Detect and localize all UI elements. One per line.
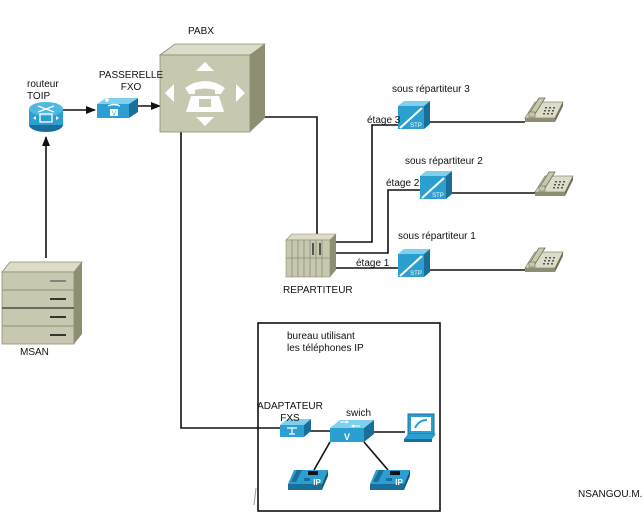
fxs-label-line1: ADAPTATEUR <box>257 401 323 412</box>
floor-2-label: étage 2 <box>386 178 420 189</box>
stp-3-badge: STP <box>410 123 422 129</box>
svg-text:V: V <box>344 432 350 442</box>
ip-phone-2-badge: IP <box>395 478 403 487</box>
ip-phone-1-icon[interactable]: IP <box>288 470 328 490</box>
ip-phone-2-icon[interactable]: IP <box>370 470 410 490</box>
msan-icon[interactable] <box>1 261 83 345</box>
analog-phone-3-icon[interactable] <box>524 97 564 122</box>
stp-1-icon[interactable]: STP <box>398 249 430 277</box>
router-label-line2: TOIP <box>27 91 51 102</box>
office-label-line2: les téléphones IP <box>287 343 364 354</box>
edge-switch-ipphone1 <box>313 441 331 471</box>
sub-dist-2-label: sous répartiteur 2 <box>405 156 483 167</box>
fxs-label-line2: FXS <box>280 413 300 424</box>
fxo-label-line1: PASSERELLE <box>98 70 164 81</box>
sub-dist-3-label: sous répartiteur 3 <box>392 84 470 95</box>
fxs-adapter-icon[interactable] <box>280 419 311 437</box>
edge-repartiteur-stp3 <box>332 124 398 243</box>
svg-text:V: V <box>112 112 116 118</box>
stp-2-icon[interactable]: STP <box>420 171 452 199</box>
pabx-label: PABX <box>188 26 214 37</box>
edge-switch-ipphone2 <box>363 441 389 471</box>
msan-label: MSAN <box>20 347 49 358</box>
edge-repartiteur-stp2 <box>332 189 420 254</box>
office-mark <box>253 487 257 506</box>
analog-phone-2-icon[interactable] <box>534 171 574 196</box>
edge-pabx-repartiteur <box>258 116 318 237</box>
stp-1-badge: STP <box>410 271 422 277</box>
pabx-icon[interactable] <box>158 43 267 133</box>
analog-phone-1-icon[interactable] <box>524 247 564 272</box>
switch-label: swich <box>346 408 372 419</box>
router-label-line1: routeur <box>27 79 59 90</box>
office-label-line1: bureau utilisant <box>287 331 355 342</box>
stp-3-icon[interactable]: STP <box>398 101 430 129</box>
stp-2-badge: STP <box>432 193 444 199</box>
floor-3-label: étage 3 <box>367 115 401 126</box>
fxo-gateway-icon[interactable]: V <box>97 98 138 118</box>
sub-dist-1-label: sous répartiteur 1 <box>398 231 476 242</box>
office-boundary <box>257 322 441 512</box>
fxo-label-line2: FXO <box>120 82 142 93</box>
ip-phone-1-badge: IP <box>313 478 321 487</box>
connections <box>42 102 535 471</box>
repartiteur-label: REPARTITEUR <box>283 285 353 296</box>
softphone-pc-icon[interactable] <box>404 413 436 442</box>
author-label: NSANGOU.M.S <box>578 489 643 500</box>
edge-pabx-fxs <box>180 132 280 429</box>
router-icon[interactable] <box>29 102 63 132</box>
repartiteur-icon[interactable] <box>285 233 337 278</box>
floor-1-label: étage 1 <box>356 258 390 269</box>
switch-icon[interactable]: V <box>330 420 374 442</box>
